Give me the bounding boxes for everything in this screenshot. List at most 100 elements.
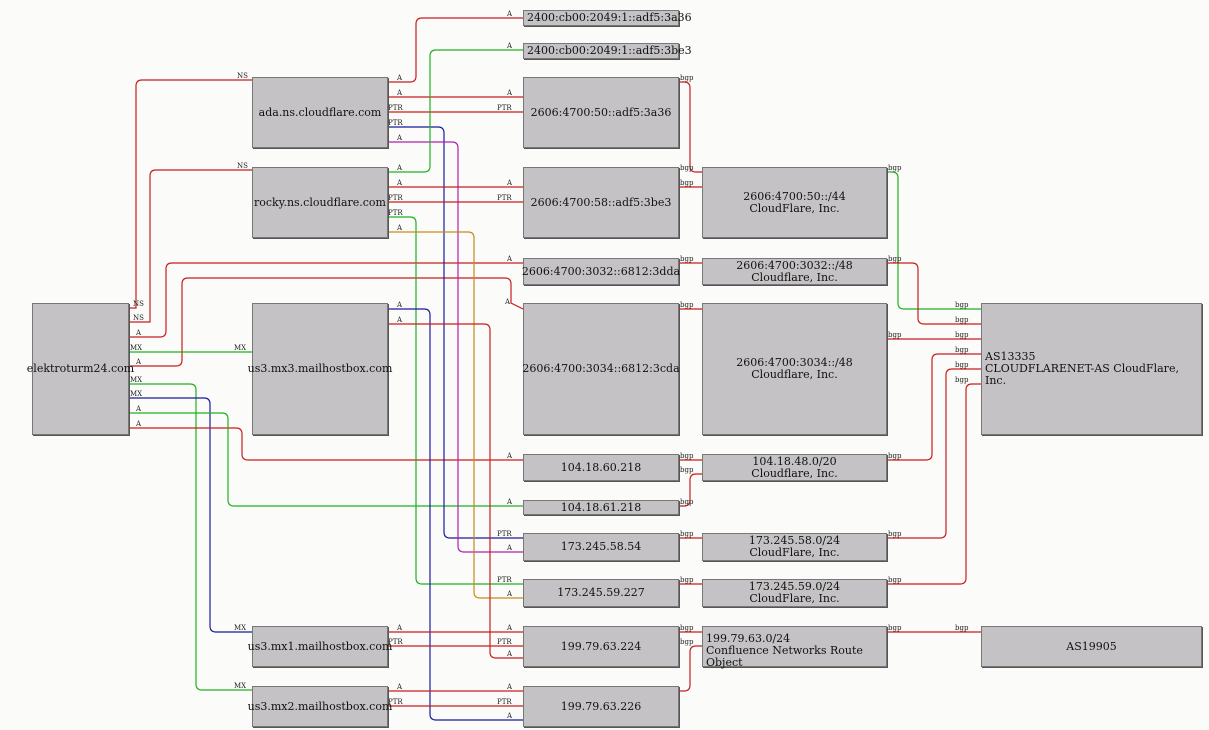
node-us3-mx1[interactable]: us3.mx1.mailhostbox.com (248, 626, 392, 667)
node-label: ada.ns.cloudflare.com (258, 105, 382, 119)
edge-label: A (506, 590, 513, 598)
edge-label: PTR (388, 104, 403, 112)
node-label: 104.18.61.218 (560, 500, 642, 514)
edge-label: A (506, 650, 513, 658)
edge-label: bgp (680, 466, 694, 474)
node-ipv4-199-79-63-226[interactable]: 199.79.63.226 (523, 686, 679, 727)
edge-label: MX (130, 344, 142, 352)
edge-label: bgp (680, 498, 694, 506)
edge-label: A (135, 358, 142, 366)
node-label: 199.79.63.224 (560, 639, 642, 653)
edge-label: bgp (680, 164, 694, 172)
org-label: Confluence Networks Route Object (706, 644, 863, 669)
edge-label: A (135, 405, 142, 413)
edge-label: bgp (888, 255, 902, 263)
edge-label: bgp (680, 179, 694, 187)
edge-label: PTR (497, 194, 512, 202)
org-label: Cloudflare, Inc. (751, 466, 838, 480)
node-us3-mx3[interactable]: us3.mx3.mailhostbox.com (248, 303, 392, 435)
edge-label: A (506, 683, 513, 691)
edge-ada-a-58 (388, 141, 523, 553)
edge-bgp-61 (679, 473, 702, 507)
edge-label: A (396, 179, 403, 187)
edge-ns-rocky (130, 169, 252, 323)
node-ipv6-3cda[interactable]: 2606:4700:3034::6812:3cda (522, 303, 680, 435)
edge-label: bgp (888, 452, 902, 460)
edge-label: bgp (888, 331, 902, 339)
node-label: 2400:cb00:2049:1::adf5:3be3 (527, 44, 692, 57)
prefix-label: 199.79.63.0/24 (706, 632, 791, 645)
edge-label: bgp (955, 376, 969, 384)
edge-label: NS (133, 300, 144, 308)
node-label: AS19905 (1066, 639, 1117, 653)
edge-label: bgp (955, 316, 969, 324)
edge-label: A (396, 74, 403, 82)
node-ipv4-104-18-61-218[interactable]: 104.18.61.218 (523, 500, 679, 515)
edge-label: bgp (888, 164, 902, 172)
edge-label: PTR (388, 209, 403, 217)
edge-label: bgp (955, 361, 969, 369)
prefix-label: 104.18.48.0/20 (752, 454, 837, 468)
edge-label: bgp (888, 576, 902, 584)
node-rocky-ns[interactable]: rocky.ns.cloudflare.com (252, 167, 388, 238)
edge-label: PTR (388, 119, 403, 127)
edge-label: A (396, 164, 403, 172)
edge-ns-ada (130, 79, 252, 309)
edge-label: bgp (888, 624, 902, 632)
node-ipv6-3dda[interactable]: 2606:4700:3032::6812:3dda (521, 258, 681, 285)
edge-label: A (135, 329, 142, 337)
edge-label: A (396, 301, 403, 309)
edge-label: bgp (955, 301, 969, 309)
edge-mx3-224 (388, 323, 523, 659)
org-label: Cloudflare, Inc. (751, 368, 838, 381)
edge-label: A (506, 624, 513, 632)
edge-rocky-2400 (388, 49, 523, 173)
edge-label: bgp (680, 638, 694, 646)
edge-label: bgp (680, 452, 694, 460)
edge-label: A (506, 544, 513, 552)
node-ipv6-2400-3be3[interactable]: 2400:cb00:2049:1::adf5:3be3 (523, 43, 692, 59)
node-label: 2606:4700:58::adf5:3be3 (530, 195, 672, 209)
edge-bgp-pfx59-as (887, 383, 981, 585)
node-ipv4-199-79-63-224[interactable]: 199.79.63.224 (523, 626, 679, 667)
edge-label: A (396, 134, 403, 142)
edge-bgp-pfx3032-as (887, 262, 981, 325)
node-us3-mx2[interactable]: us3.mx2.mailhostbox.com (248, 686, 392, 727)
edge-label: A (506, 255, 513, 263)
node-ipv4-104-18-60-218[interactable]: 104.18.60.218 (523, 454, 679, 481)
edge-label: A (396, 683, 403, 691)
node-label: 2606:4700:3032::6812:3dda (521, 264, 681, 278)
node-ipv6-2400-3a36[interactable]: 2400:cb00:2049:1::adf5:3a36 (523, 10, 692, 26)
org-label: CloudFlare, Inc. (749, 201, 840, 215)
edge-label: bgp (680, 255, 694, 263)
edge-label: bgp (680, 576, 694, 584)
edge-label: A (135, 420, 142, 428)
edge-label: A (396, 624, 403, 632)
edge-rocky-a-59 (388, 231, 523, 599)
node-as19905[interactable]: AS19905 (981, 626, 1202, 667)
edge-label: PTR (497, 698, 512, 706)
edge-label: NS (237, 162, 248, 170)
edge-bgp-pfx58-as (887, 368, 981, 539)
node-ipv6-2606-58[interactable]: 2606:4700:58::adf5:3be3 (523, 167, 679, 238)
node-ipv4-173-245-59-227[interactable]: 173.245.59.227 (523, 579, 679, 607)
node-ada-ns[interactable]: ada.ns.cloudflare.com (252, 77, 388, 148)
node-ipv4-173-245-58-54[interactable]: 173.245.58.54 (523, 533, 679, 561)
as-name: CLOUDFLARENET-AS CloudFlare, Inc. (985, 362, 1179, 387)
edge-label: PTR (388, 698, 403, 706)
node-elektroturm24[interactable]: elektroturm24.com (27, 303, 134, 435)
edge-label: A (506, 89, 513, 97)
node-ipv6-2606-50[interactable]: 2606:4700:50::adf5:3a36 (523, 77, 679, 148)
edge-label: bgp (680, 74, 694, 82)
prefix-label: 2606:4700:3032::/48 (736, 258, 853, 272)
edge-mx-mx1 (130, 397, 252, 633)
node-label: us3.mx2.mailhostbox.com (247, 699, 393, 713)
